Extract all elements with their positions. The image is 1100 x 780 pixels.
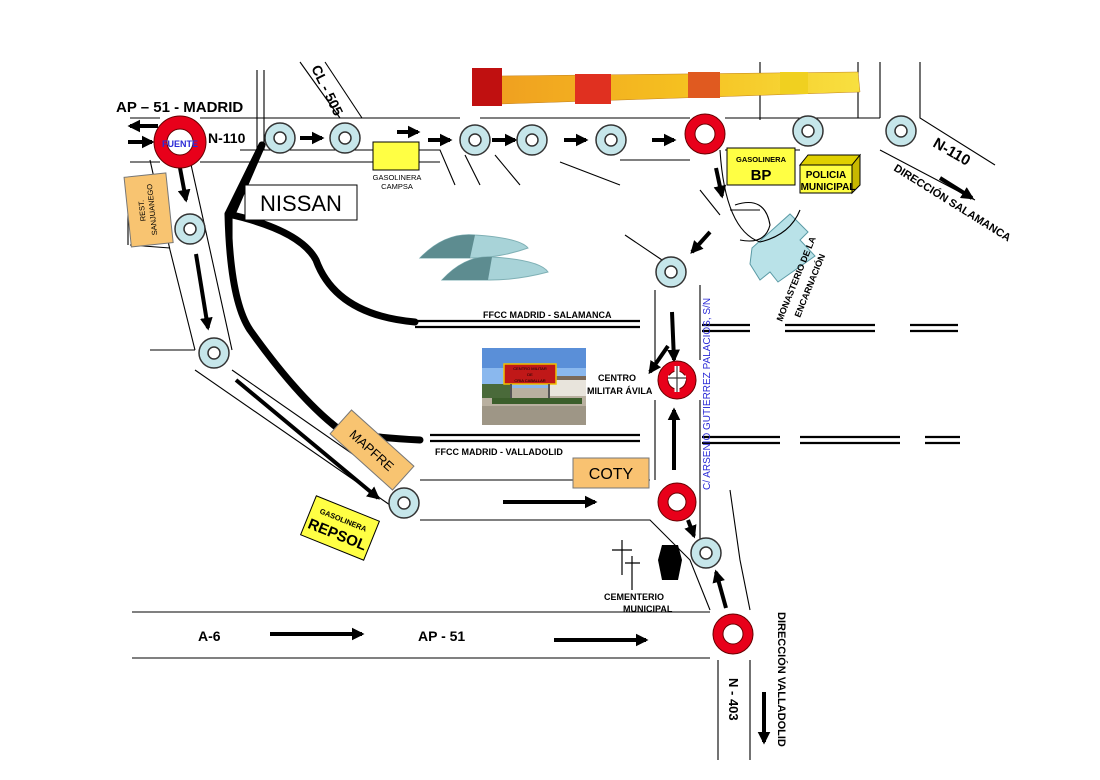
four-way-arrow-icon [668,366,686,392]
roundabout-red [712,613,754,655]
gasolinera-bp: GASOLINERA BP [726,147,796,186]
gasolinera-campsa-label-1: GASOLINERA [373,173,422,182]
roundabout-small [595,124,627,156]
ffcc-valladolid-label: FFCC MADRID - VALLADOLID [435,447,563,457]
n403-label: N - 403 [726,678,741,721]
ap51-madrid-label: AP – 51 - MADRID [116,99,243,116]
cementerio-label-2: MUNICIPAL [623,604,673,614]
coty-box: COTY [572,457,650,489]
roundabout-small [388,487,420,519]
roundabout-small [655,256,687,288]
cementerio-label-1: CEMENTERIO [604,592,664,602]
photo-sign-line-3: CRIA CABALLAR [514,378,545,383]
monastery-building-top [472,68,861,106]
ap51-label: AP - 51 [418,628,465,644]
direction-arrows [127,119,975,745]
policia-municipal: POLICIA MUNICIPAL [798,153,862,195]
n110-right-label: N-110 [930,135,973,170]
direccion-valladolid-label: DIRECCIÓN VALLADOLID [775,612,788,747]
centro-militar-label-2: MILITAR ÁVILA [587,386,653,396]
rest-sanjuanego: REST. SANJUANEGO [123,172,174,248]
roundabout-small [459,124,491,156]
monastery-encarnacion-shape [749,213,816,283]
nissan-label: NISSAN [260,191,342,216]
nissan-box: NISSAN [244,184,358,221]
roundabout-small [264,122,296,154]
photo-sign-line-1: CENTRO MILITAR [513,366,547,371]
roundabout-small [516,124,548,156]
roundabout-small [198,337,230,369]
policia-label-1: POLICIA [806,170,847,181]
rest-label-1: REST. [137,200,148,222]
gasolinera-repsol: GASOLINERA REPSOL [299,495,381,561]
roundabout-small [885,115,917,147]
n110-left-label: N-110 [208,130,246,146]
cl505-label: CL - 505 [308,62,346,118]
cemetery-cross-icon [612,540,682,590]
roundabout-small [329,122,361,154]
coty-label: COTY [589,466,634,483]
hangars [418,234,549,281]
roundabout-small [690,537,722,569]
a6-label: A-6 [198,628,221,644]
fuente-label: FUENTE [162,139,198,149]
calle-arsenio-label: C/ ARSENIO GUTIERREZ PALACIOS, S/N [702,298,713,490]
centro-militar-label-1: CENTRO [598,373,636,383]
mapfre-sign: MAPFRE [329,409,415,491]
roundabout-red [684,113,726,155]
roundabout-small [174,213,206,245]
photo-sign-line-2: DE [527,372,533,377]
railways [415,319,960,445]
roundabout-red [657,482,697,522]
roundabout-small [792,115,824,147]
direccion-salamanca-label: DIRECCIÓN SALAMANCA [891,162,1013,245]
gasolinera-bp-label: GASOLINERA [736,155,787,164]
ffcc-salamanca-label: FFCC MADRID - SALAMANCA [483,310,612,320]
policia-label-2: MUNICIPAL [801,182,856,193]
centro-militar-photo: CENTRO MILITAR DE CRIA CABALLAR [482,348,586,425]
gasolinera-campsa-label-2: CAMPSA [381,182,413,191]
gasolinera-campsa: GASOLINERA CAMPSA [372,141,422,191]
bp-label: BP [751,167,772,184]
roundabout-red [153,115,207,169]
